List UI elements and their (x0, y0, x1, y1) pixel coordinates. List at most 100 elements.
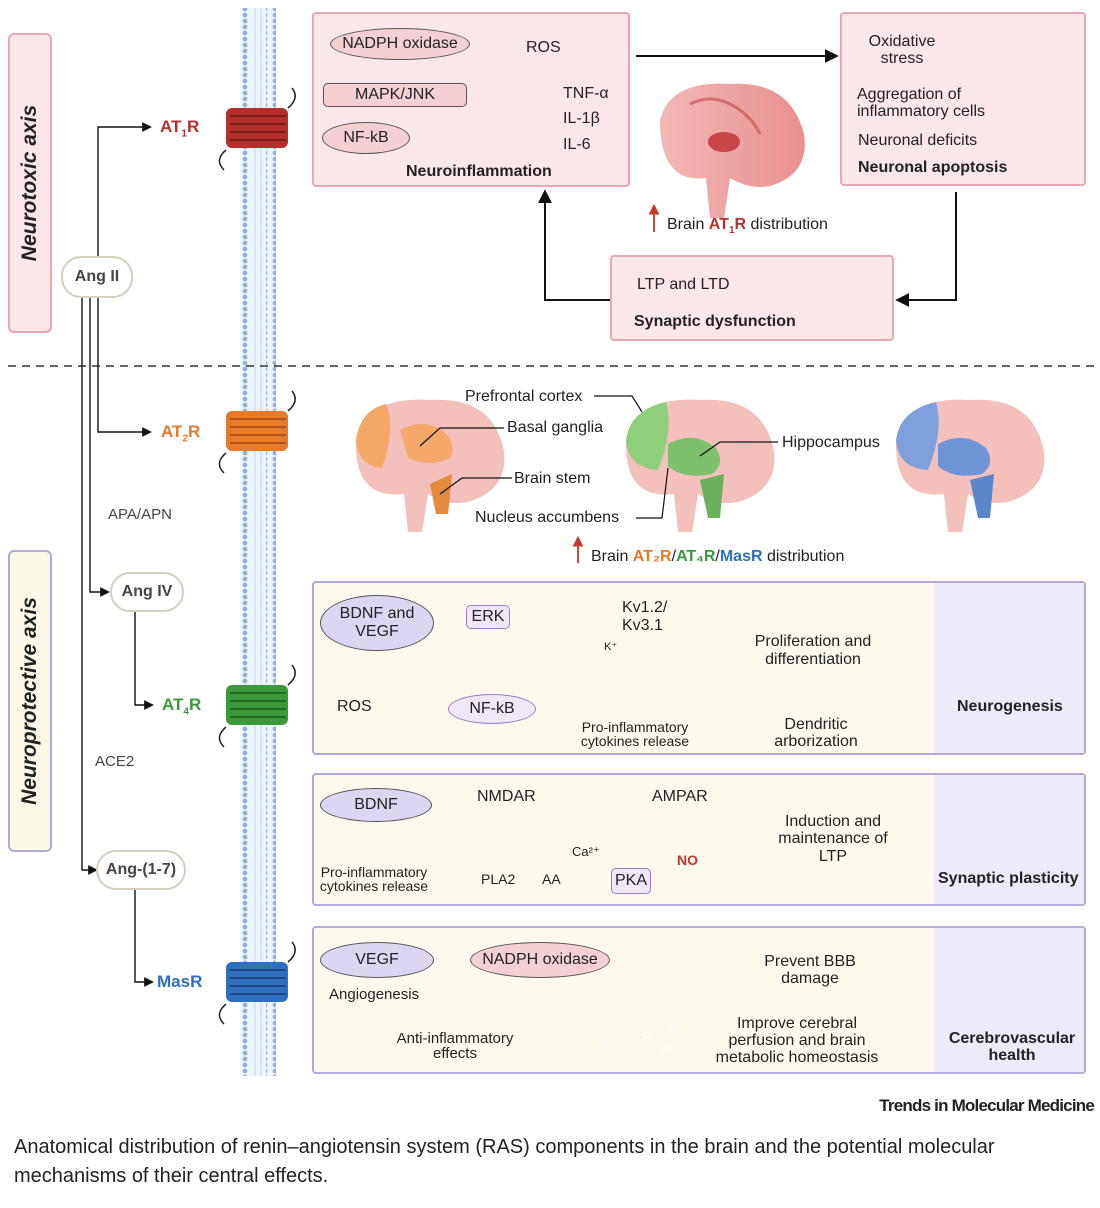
at1r-post: R (186, 117, 200, 136)
brain-protective-slash-1: / (671, 548, 677, 565)
brain-at1r-graphic (660, 83, 805, 218)
synaptic-plasticity-title: Synaptic plasticity (938, 870, 1079, 887)
o2-label-3: O₂ (661, 1044, 672, 1054)
figure-caption: Anatomical distribution of renin–angiote… (14, 1136, 995, 1187)
calcium-label: Ca²⁺ (572, 844, 600, 859)
tnf-alpha-label: TNF-α (563, 85, 609, 102)
bdnf-node: BDNF (320, 788, 432, 822)
neurotoxic-axis-label: Neurotoxic axis (8, 33, 52, 333)
synaptic-dysfunction-box (610, 255, 894, 341)
ltp-induction-label: Induction and maintenance of LTP (778, 813, 888, 865)
pla2-label: PLA2 (481, 871, 516, 887)
nf-kb-top-node: NF-kB (322, 122, 410, 154)
at2r-sub: 2 (182, 433, 188, 445)
at1r-label: AT1R (160, 117, 199, 139)
plasticity-outcome-panel (934, 775, 1084, 904)
at2r-post: R (187, 422, 201, 441)
brain-stem-label: Brain stem (514, 470, 591, 487)
pro-inflammatory-release-label: Pro-inflammatory cytokines release (580, 719, 690, 750)
ampar-label: AMPAR (652, 788, 708, 805)
ang-ii-pill: Ang II (61, 256, 133, 298)
cerebral-perfusion-label: Improve cerebral perfusion and brain met… (715, 1015, 879, 1066)
basal-ganglia-label: Basal ganglia (507, 419, 604, 436)
at4r-post: R (188, 695, 202, 714)
apa-apn-label: APA/APN (108, 506, 172, 523)
brain-at1r-distribution: Brain AT1R distribution (667, 216, 828, 236)
neurotoxic-axis-text: Neurotoxic axis (18, 104, 41, 262)
k-plus-label: K⁺ (604, 641, 618, 653)
ltp-ltd-label: LTP and LTD (637, 276, 730, 293)
nucleus-accumbens-label: Nucleus accumbens (475, 509, 620, 526)
region-leader-lines (419, 395, 778, 519)
neuroprotective-axis-text: Neuroprotective axis (18, 597, 41, 805)
anti-inflammatory-label: Anti-inflammatory effects (396, 1030, 514, 1063)
mapk-jnk-node: MAPK/JNK (323, 83, 467, 107)
kv-channel-label: Kv1.2/ Kv3.1 (622, 599, 668, 634)
nf-kb-bottom-node: NF-kB (448, 694, 536, 724)
neuroinflammation-title: Neuroinflammation (406, 163, 552, 180)
brain-at1r-receptor: AT1R (708, 216, 747, 237)
oxidative-stress-box (840, 12, 1086, 186)
brain-at1r-rec-sub: 1 (728, 225, 735, 237)
o2-label-1: O₂ (599, 1040, 610, 1050)
no-label: NO (677, 852, 698, 868)
aggregation-label: Aggregation of inflammatory cells (857, 86, 986, 121)
brain-protective-mas: MasR (719, 548, 763, 565)
cerebrovascular-health-title: Cerebrovascular health (948, 1030, 1076, 1064)
brain-protective-at2: AT₂R (632, 548, 672, 565)
il-1b-label: IL-1β (563, 110, 600, 127)
masr-label: MasR (157, 972, 203, 991)
neurogenesis-outcome-panel (934, 583, 1084, 753)
pka-node: PKA (611, 868, 651, 894)
vegf-node: VEGF (320, 942, 434, 978)
receptor-masr-graphic (218, 941, 296, 1025)
brain-protective-post: distribution (762, 548, 845, 565)
hippocampus-label: Hippocampus (782, 434, 880, 451)
proliferation-label: Proliferation and differentiation (754, 633, 872, 669)
cerebrovascular-outcome-panel (934, 928, 1084, 1072)
at4r-pre: AT (162, 695, 184, 714)
pathway-lines (81, 122, 154, 987)
at1r-sub: 1 (181, 128, 187, 140)
aa-label: AA (542, 871, 561, 887)
il-6-label: IL-6 (563, 136, 591, 153)
receptor-at2r-graphic (218, 390, 296, 474)
at4r-sub: 4 (183, 706, 189, 718)
receptor-at4r-graphic (218, 664, 296, 748)
brain-at1r-rec-post: R (734, 216, 747, 233)
bdnf-vegf-node: BDNF and VEGF (320, 595, 434, 651)
receptor-at1r-graphic (218, 87, 296, 171)
nadph-oxidase-node: NADPH oxidase (330, 28, 470, 60)
nmdar-label: NMDAR (477, 788, 536, 805)
at2r-label: AT2R (161, 422, 200, 444)
at4r-label: AT4R (162, 695, 201, 717)
erk-node: ERK (466, 605, 510, 629)
brain-at1r-pre: Brain (667, 216, 709, 233)
neuronal-apoptosis-label: Neuronal apoptosis (858, 159, 1008, 176)
cell-membrane (240, 8, 276, 1076)
brain-regions-graphics (355, 399, 1045, 532)
brain-protective-distribution: Brain AT₂R/AT₄R/MasR distribution (591, 548, 844, 566)
prevent-bbb-label: Prevent BBB damage (764, 953, 856, 988)
brain-protective-slash-2: / (715, 548, 720, 565)
angiogenesis-label: Angiogenesis (329, 986, 420, 1003)
neuronal-deficits-label: Neuronal deficits (858, 132, 978, 149)
cerebro-nadph-node: NADPH oxidase (470, 942, 610, 978)
oxidative-stress-label: Oxidative stress (868, 33, 936, 67)
o2-label-2: O₂ (643, 1030, 654, 1040)
ang-iv-pill: Ang IV (110, 572, 184, 612)
prefrontal-cortex-label: Prefrontal cortex (465, 388, 583, 405)
plasticity-proinf-label: Pro-inflammatory cytokines release (319, 864, 429, 895)
ros-bottom-label: ROS (337, 698, 372, 715)
ace2-label: ACE2 (95, 753, 135, 770)
brain-at1r-rec-pre: AT (708, 216, 729, 233)
synaptic-dysfunction-title: Synaptic dysfunction (634, 313, 796, 330)
at2r-pre: AT (161, 422, 183, 441)
brain-at1r-post: distribution (746, 216, 828, 233)
dendritic-arborization-label: Dendritic arborization (774, 716, 858, 750)
neuroprotective-axis-label: Neuroprotective axis (8, 550, 52, 852)
brain-protective-pre: Brain (591, 548, 633, 565)
journal-name: Trends in Molecular Medicine (879, 1096, 1095, 1115)
neurogenesis-title: Neurogenesis (957, 698, 1063, 715)
ang-1-7-pill: Ang-(1-7) (96, 850, 186, 890)
